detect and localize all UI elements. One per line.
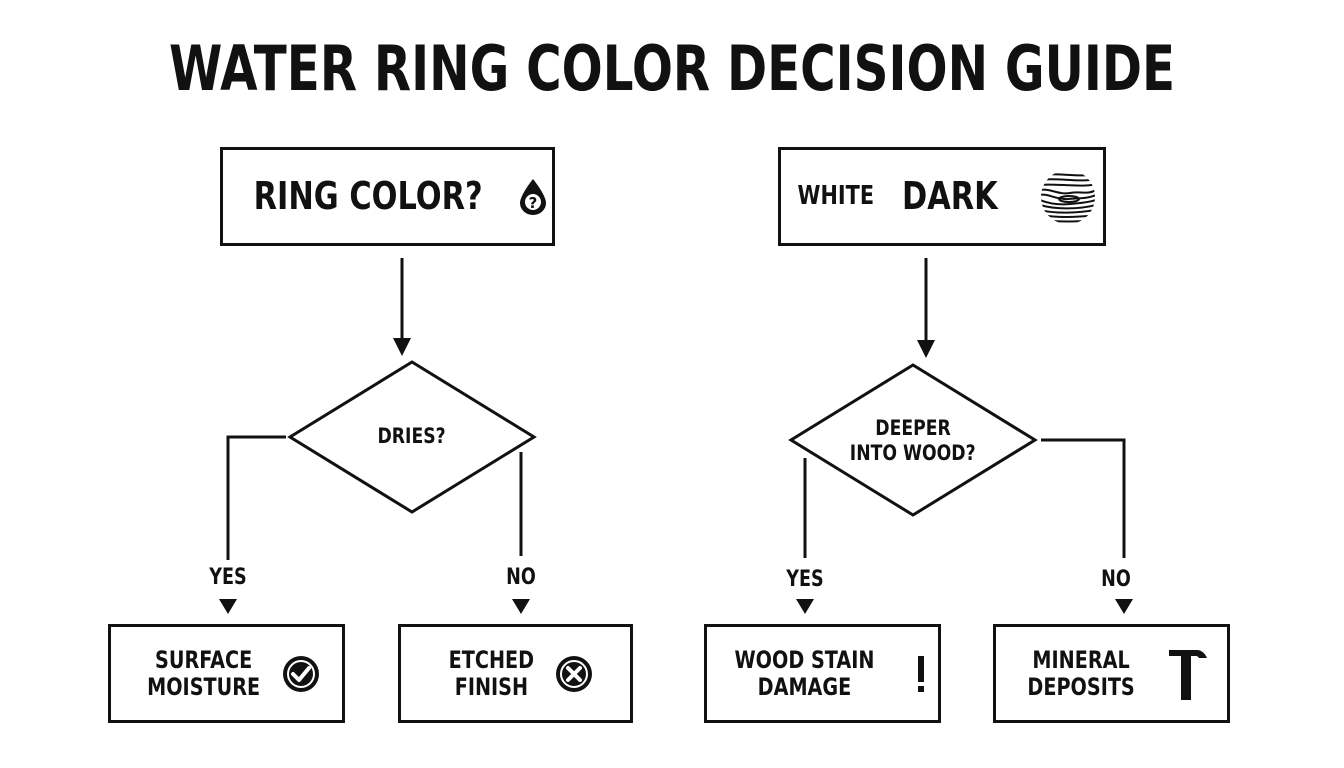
right-outcome-no-line1: MINERAL (1032, 646, 1131, 675)
left-yes-label: YES (209, 565, 247, 590)
left-yes-connector (226, 435, 286, 560)
right-start-white-label: WHITE (797, 181, 875, 212)
right-decision-diamond (788, 363, 1038, 517)
right-yes-arrowhead (796, 599, 814, 614)
x-circle-icon (555, 655, 593, 693)
exclamation-icon (914, 654, 928, 694)
left-start-arrowhead (393, 338, 411, 356)
left-outcome-yes-line2: MOISTURE (146, 672, 260, 701)
right-outcome-no-text: MINERAL DEPOSITS (1028, 647, 1135, 700)
page-title: WATER RING COLOR DECISION GUIDE (168, 32, 1176, 105)
right-decision-line1: DEEPER (875, 415, 951, 440)
left-outcome-no-box: ETCHED FINISH (398, 624, 633, 723)
left-outcome-yes-text: SURFACE MOISTURE (147, 647, 260, 700)
water-drop-question-icon: ? (516, 177, 550, 217)
left-outcome-no-line2: FINISH (454, 672, 529, 701)
right-outcome-yes-box: WOOD STAIN DAMAGE (704, 624, 941, 723)
wood-grain-circle-icon (1040, 169, 1096, 225)
left-start-label: RING COLOR? (253, 173, 484, 218)
right-outcome-no-line2: DEPOSITS (1027, 672, 1136, 701)
left-outcome-no-text: ETCHED FINISH (449, 647, 534, 700)
right-no-connector (1041, 438, 1126, 558)
right-outcome-yes-line2: DAMAGE (757, 672, 852, 701)
right-decision-line2: INTO WOOD? (850, 441, 976, 465)
check-circle-icon (282, 655, 320, 693)
svg-text:?: ? (528, 194, 537, 212)
left-decision-diamond (287, 360, 537, 514)
right-yes-label: YES (786, 567, 824, 592)
right-start-arrowhead (917, 340, 935, 358)
left-no-label: NO (506, 565, 536, 590)
right-decision-label: DEEPER INTO WOOD? (813, 413, 1013, 469)
right-outcome-yes-line1: WOOD STAIN (734, 646, 875, 675)
hammer-icon (1167, 646, 1209, 702)
right-no-arrowhead (1115, 599, 1133, 614)
right-start-box: WHITE DARK (778, 147, 1106, 246)
right-no-label: NO (1101, 567, 1131, 592)
right-outcome-no-box: MINERAL DEPOSITS (993, 624, 1230, 723)
left-start-box: RING COLOR? ? (220, 147, 555, 246)
left-decision-label: DRIES? (312, 412, 512, 462)
left-no-arrowhead (512, 599, 530, 614)
right-outcome-yes-text: WOOD STAIN DAMAGE (735, 647, 875, 700)
left-yes-arrowhead (219, 599, 237, 614)
left-outcome-no-line1: ETCHED (448, 646, 535, 675)
left-decision-text: DRIES? (377, 424, 447, 449)
left-outcome-yes-line1: SURFACE (154, 646, 253, 675)
right-start-dark-label: DARK (901, 173, 998, 218)
left-outcome-yes-box: SURFACE MOISTURE (108, 624, 345, 723)
